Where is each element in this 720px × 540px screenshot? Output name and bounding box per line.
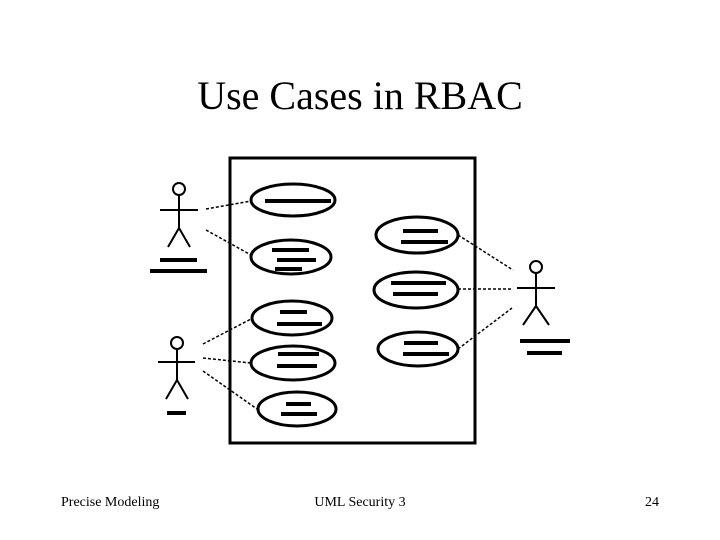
use-case-right-3 (376, 330, 460, 368)
actor-left-top (150, 182, 207, 273)
actor-leg-right (176, 379, 189, 400)
association-line (205, 229, 252, 256)
use-case-right-1 (374, 215, 460, 255)
actor-left-bottom (158, 336, 195, 415)
actor-leg-left (165, 379, 178, 400)
use-case-left-4 (249, 344, 337, 382)
system-boundary (228, 156, 477, 445)
actor-leg-left (167, 227, 180, 248)
association-line (457, 307, 513, 350)
use-case-right-2 (372, 270, 460, 310)
actor-right (517, 260, 570, 355)
actor-head (172, 182, 186, 196)
associations (202, 200, 514, 410)
association-line (202, 370, 258, 410)
slide-number: 24 (645, 495, 659, 510)
footer-course-title: Precise Modeling (61, 495, 160, 510)
actor-leg-right (535, 305, 550, 326)
actor-head (170, 336, 184, 350)
association-line (205, 200, 252, 210)
association-line (202, 318, 252, 345)
association-line (202, 357, 252, 364)
actor-leg-left (522, 305, 537, 326)
use-case-left-3 (250, 299, 334, 337)
actor-leg-right (178, 227, 191, 248)
slide-title: Use Cases in RBAC (197, 73, 523, 118)
association-line (457, 234, 514, 271)
footer-lecture-title: UML Security 3 (314, 495, 406, 510)
use-case-left-5 (256, 390, 338, 428)
actor-head (529, 260, 543, 274)
use-case-left-1 (249, 182, 337, 218)
use-case-left-2 (249, 238, 333, 276)
